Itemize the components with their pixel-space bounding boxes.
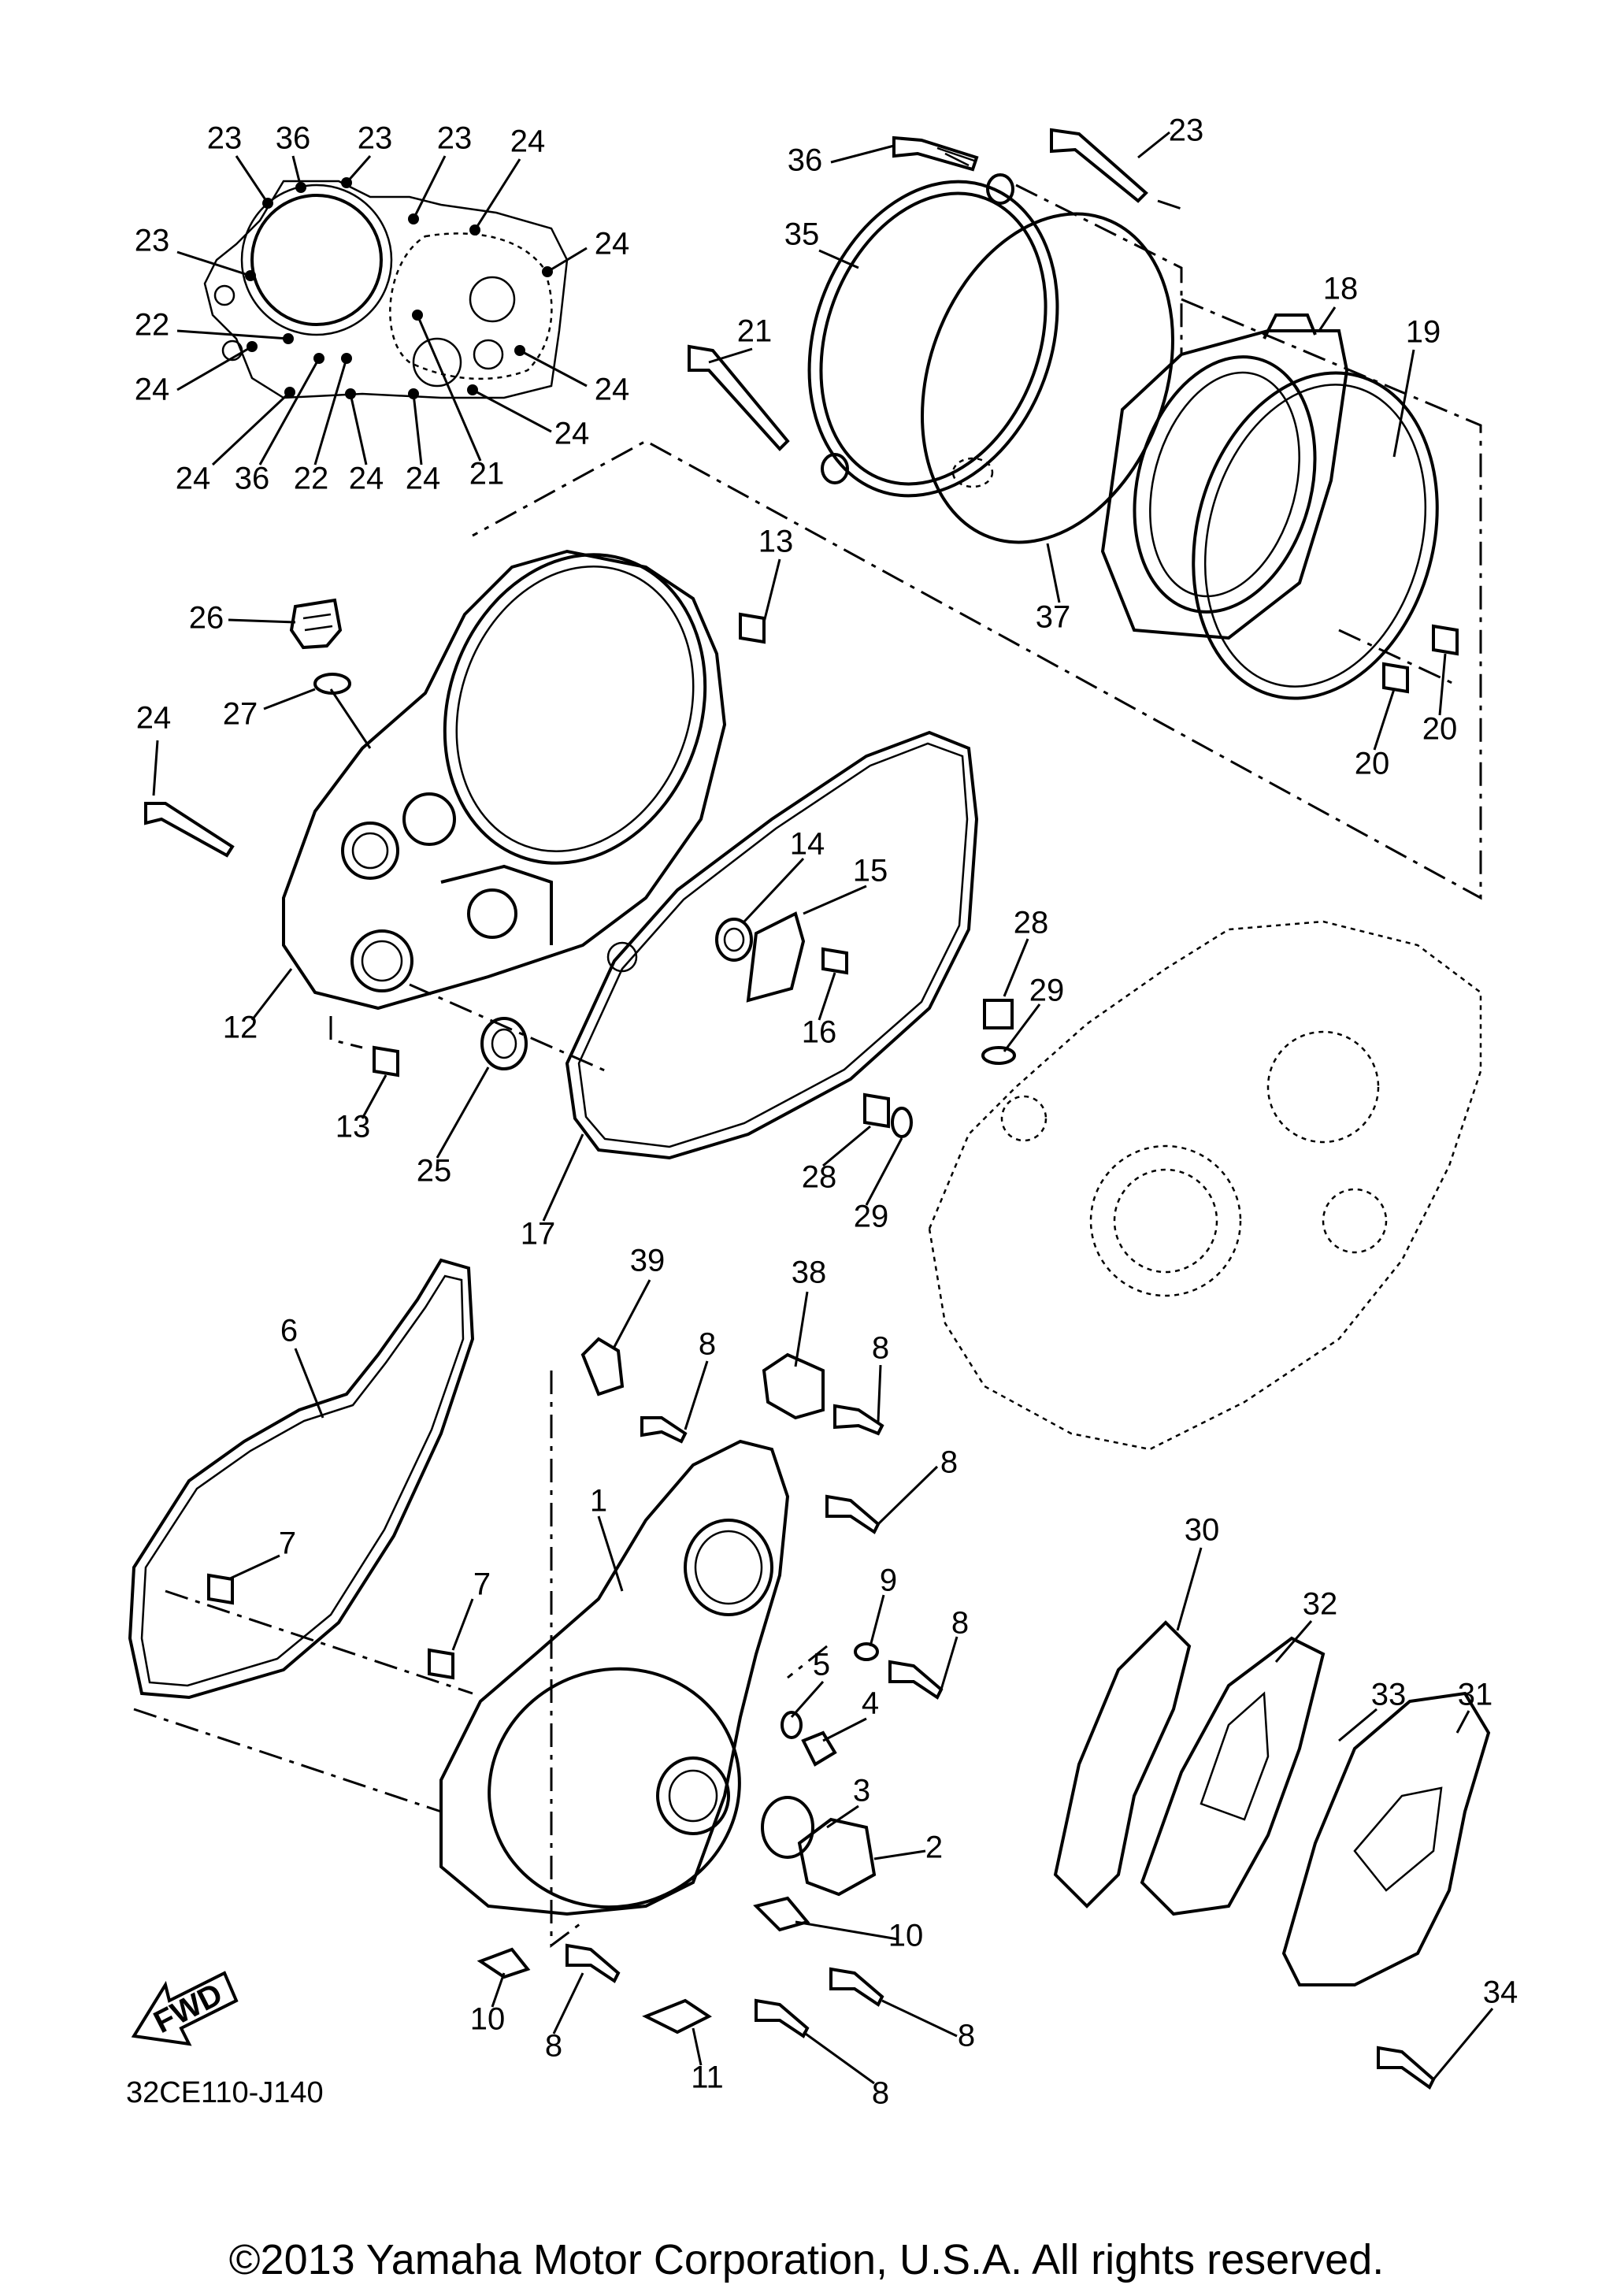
callout-label: 24 (510, 124, 546, 159)
callout-label: 34 (1483, 1975, 1518, 2010)
callout-label: 8 (699, 1327, 716, 1362)
callout-label: 38 (792, 1256, 827, 1290)
callout-label: 16 (802, 1015, 837, 1050)
callout-label: 29 (854, 1200, 889, 1234)
callout-label: 33 (1371, 1678, 1407, 1712)
callout-label: 24 (554, 417, 590, 451)
callout-label: 24 (135, 373, 170, 407)
callout-label: 24 (406, 462, 441, 496)
callout-label: 7 (473, 1567, 491, 1602)
callout-label: 36 (235, 462, 270, 496)
crankcase-dotted-outline (928, 920, 1482, 1451)
callout-label: 25 (417, 1154, 452, 1189)
callout-label: 10 (470, 2002, 506, 2037)
callout-label: 36 (788, 143, 823, 178)
fwd-label: FWD (148, 1977, 228, 2041)
callout-label: 20 (1422, 712, 1458, 747)
callout-label: 24 (595, 373, 630, 407)
callout-label: 9 (880, 1563, 897, 1598)
callout-label: 27 (223, 697, 258, 732)
callout-label: 3 (853, 1774, 870, 1808)
callout-label: 13 (758, 525, 794, 559)
diagram-code: 32CE110-J140 (126, 2076, 324, 2109)
callout-label: 23 (207, 121, 243, 156)
callout-label: 13 (336, 1110, 371, 1144)
callout-label: 23 (358, 121, 393, 156)
callout-label: 8 (951, 1606, 969, 1641)
callout-label: 24 (349, 462, 384, 496)
callout-label: 18 (1323, 272, 1359, 306)
gasket-17 (542, 730, 1041, 1222)
callout-label: 24 (176, 462, 211, 496)
callout-label: 22 (135, 308, 170, 343)
callout-label: 31 (1458, 1678, 1493, 1712)
callout-label: 37 (1036, 600, 1071, 635)
callout-label: 20 (1355, 747, 1390, 781)
callout-label: 19 (1406, 315, 1441, 350)
callout-label: 7 (279, 1526, 296, 1561)
callout-label: 29 (1029, 974, 1065, 1008)
callout-label: 28 (802, 1160, 837, 1195)
fwd-arrow-icon: FWD (131, 1971, 239, 2046)
callout-label: 8 (872, 2076, 889, 2111)
callout-label: 23 (1169, 113, 1204, 148)
callout-label: 30 (1185, 1513, 1220, 1548)
callout-label: 10 (888, 1919, 924, 1953)
callout-label: 22 (294, 462, 329, 496)
callout-label: 8 (940, 1445, 958, 1480)
callout-label: 4 (862, 1686, 879, 1721)
callout-label: 21 (737, 314, 773, 349)
callout-label: 35 (784, 217, 820, 252)
callout-label: 39 (630, 1244, 666, 1278)
cover-bolt-layout-view (176, 155, 588, 466)
callout-label: 24 (136, 701, 172, 736)
callout-label: 24 (595, 227, 630, 261)
callout-label: 5 (813, 1648, 830, 1682)
callout-label: 23 (135, 224, 170, 258)
crankcase-cover-12 (144, 549, 727, 1159)
callout-label: 15 (853, 854, 888, 888)
callout-label: 14 (790, 827, 825, 862)
callout-label: 8 (872, 1331, 889, 1366)
side-cover-1: FWD (128, 1258, 959, 2085)
copyright-notice: ©2013 Yamaha Motor Corporation, U.S.A. A… (228, 2236, 1385, 2283)
callout-label: 36 (276, 121, 311, 156)
callout-label: 28 (1014, 906, 1049, 940)
callout-label: 8 (545, 2029, 562, 2064)
callout-label: 32 (1303, 1587, 1338, 1622)
callout-label: 2 (925, 1830, 943, 1865)
callout-label: 21 (469, 457, 505, 491)
callout-label: 1 (590, 1484, 607, 1519)
callout-label: 17 (521, 1217, 556, 1252)
callout-label: 6 (280, 1314, 298, 1348)
callout-label: 8 (958, 2019, 975, 2053)
callout-label: 12 (223, 1011, 258, 1045)
callout-label: 23 (437, 121, 473, 156)
callout-label: 26 (189, 601, 224, 636)
top-right-cover-assembly (472, 128, 1482, 900)
sprocket-cover-assembly (1053, 1547, 1494, 2090)
callout-label: 11 (691, 2060, 724, 2095)
